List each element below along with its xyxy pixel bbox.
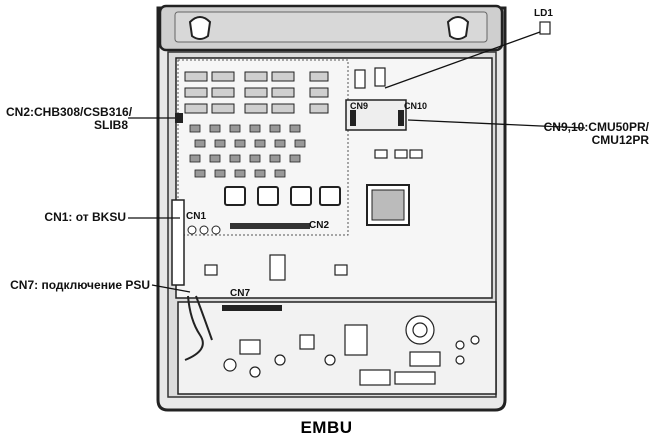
callout-cn9-cn10: CN9,10:CMU50PR/ CMU12PR: [543, 120, 649, 148]
psu-wire-bundle: [184, 295, 213, 361]
callout-cn7: CN7: подключение PSU: [10, 278, 150, 292]
main-pcb: [175, 57, 493, 299]
callout-cn1: CN1: от BKSU: [44, 210, 126, 224]
label-cn7: CN7: [230, 288, 251, 299]
subcard-area: [177, 59, 349, 236]
hook-right: [446, 16, 470, 40]
callout-ld1: LD1: [534, 8, 553, 19]
chip-row: [224, 186, 341, 206]
cn2-connector: [230, 223, 310, 229]
relay-rows: [184, 71, 329, 114]
leader-lines: [128, 31, 586, 293]
callout-cn2: CN2:CHB308/CSB316/ SLIB8: [6, 105, 133, 133]
label-cn10: CN10: [404, 101, 428, 111]
psu-compartment: [177, 301, 497, 395]
cn1-connector: [171, 199, 185, 286]
label-cn2: CN2: [309, 220, 330, 231]
hook-left: [188, 16, 212, 40]
psu-components: [223, 315, 480, 386]
diagram-caption: EMBU: [300, 418, 353, 437]
label-cn9: CN9: [350, 101, 369, 111]
ld1-led: [539, 21, 551, 35]
label-cn1: CN1: [186, 211, 207, 222]
small-components: [189, 124, 306, 178]
